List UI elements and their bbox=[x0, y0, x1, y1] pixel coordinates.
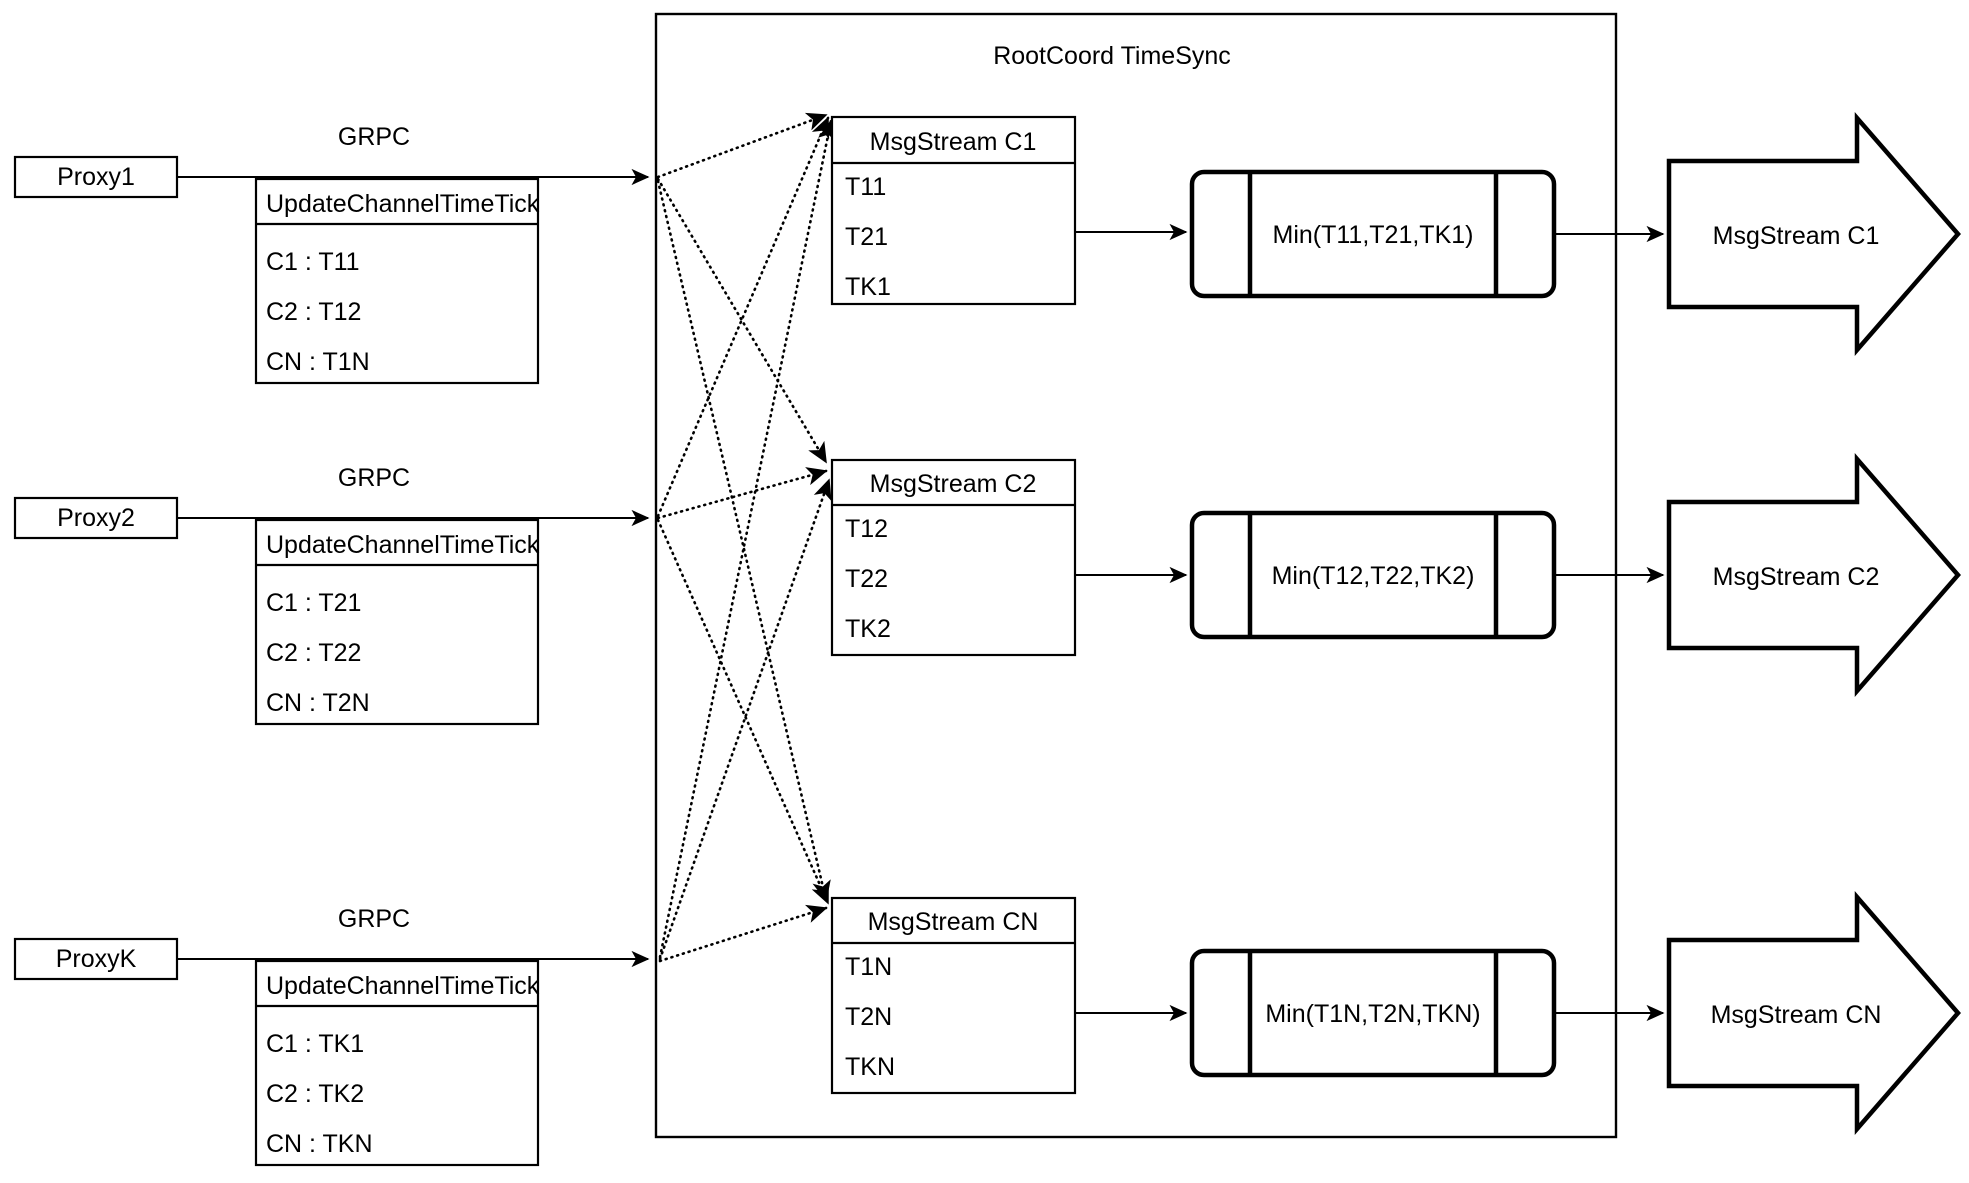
fanout-edge-p2-c2 bbox=[656, 467, 828, 520]
fanout-edge-p2-c3 bbox=[656, 518, 830, 905]
rpc-card-1 bbox=[254, 177, 540, 385]
grpc-label-3: GRPC bbox=[338, 905, 410, 933]
fanout-edge-p1-c1 bbox=[656, 112, 828, 179]
msgstream-tick-3-2: TKN bbox=[845, 1053, 895, 1081]
min-label-1: Min(T11,T21,TK1) bbox=[1273, 221, 1474, 249]
fanout-edge-pk-c3 bbox=[658, 904, 828, 963]
fanout-edge-pk-c1 bbox=[658, 119, 837, 959]
rpc-card-row-3-1: C2 : TK2 bbox=[266, 1080, 364, 1108]
msgstream-card-1 bbox=[830, 115, 1077, 306]
proxy-label-1: Proxy1 bbox=[57, 163, 135, 191]
rpc-card-row-1-0: C1 : T11 bbox=[266, 248, 360, 276]
container-title: RootCoord TimeSync bbox=[993, 42, 1231, 70]
proxy-box-2[interactable] bbox=[13, 496, 179, 540]
proxy-group-1: Proxy1 GRPC UpdateChannelTimeTick C1 : T… bbox=[13, 123, 650, 385]
rpc-card-title-3: UpdateChannelTimeTick bbox=[266, 972, 540, 1000]
rpc-card-row-2-2: CN : T2N bbox=[266, 689, 370, 717]
fanout-edge-p2-c1 bbox=[656, 116, 830, 518]
msgstream-card-title-1: MsgStream C1 bbox=[870, 128, 1037, 156]
proxy-box-3[interactable] bbox=[13, 937, 179, 981]
rpc-card-title-1: UpdateChannelTimeTick bbox=[266, 190, 540, 218]
msgstream-tick-1-0: T11 bbox=[845, 173, 886, 201]
msgstream-card-title-2: MsgStream C2 bbox=[870, 470, 1037, 498]
proxy-label-2: Proxy2 bbox=[57, 504, 135, 532]
msgstream-tick-1-2: TK1 bbox=[845, 273, 891, 301]
msgstream-tick-1-1: T21 bbox=[845, 223, 888, 251]
output-block-arrow-1 bbox=[1666, 111, 1961, 357]
rpc-card-2 bbox=[254, 518, 540, 726]
min-label-3: Min(T1N,T2N,TKN) bbox=[1265, 1000, 1480, 1028]
rpc-card-row-1-1: C2 : T12 bbox=[266, 298, 361, 326]
msgstream-tick-3-0: T1N bbox=[845, 953, 892, 981]
rpc-card-row-1-2: CN : T1N bbox=[266, 348, 370, 376]
output-label-2: MsgStream C2 bbox=[1713, 563, 1880, 591]
msgstream-tick-2-1: T22 bbox=[845, 565, 888, 593]
msgstream-card-3 bbox=[830, 896, 1077, 1095]
rpc-card-row-3-0: C1 : TK1 bbox=[266, 1030, 364, 1058]
rpc-card-row-3-2: CN : TKN bbox=[266, 1130, 373, 1158]
proxy-group-2: Proxy2 GRPC UpdateChannelTimeTick C1 : T… bbox=[13, 464, 650, 726]
fanout-edge-p1-c3 bbox=[656, 179, 831, 902]
proxy-box-1[interactable] bbox=[13, 155, 179, 199]
rpc-card-3 bbox=[254, 959, 540, 1167]
msgstream-card-title-3: MsgStream CN bbox=[868, 908, 1039, 936]
channel-group-3: MsgStream CN T1N T2N TKN Min(T1N,T2N,TKN… bbox=[830, 890, 1961, 1136]
rpc-card-title-2: UpdateChannelTimeTick bbox=[266, 531, 540, 559]
fanout-edge-pk-c2 bbox=[658, 478, 832, 961]
output-label-3: MsgStream CN bbox=[1711, 1001, 1882, 1029]
msgstream-card-2 bbox=[830, 458, 1077, 657]
grpc-label-2: GRPC bbox=[338, 464, 410, 492]
fanout-dotted-edges bbox=[656, 112, 837, 963]
msgstream-tick-3-1: T2N bbox=[845, 1003, 892, 1031]
proxy-label-3: ProxyK bbox=[56, 945, 137, 973]
output-block-arrow-3 bbox=[1666, 890, 1961, 1136]
msgstream-tick-2-2: TK2 bbox=[845, 615, 891, 643]
proxy-group-3: ProxyK GRPC UpdateChannelTimeTick C1 : T… bbox=[13, 905, 650, 1167]
output-label-1: MsgStream C1 bbox=[1713, 222, 1880, 250]
output-block-arrow-2 bbox=[1666, 452, 1961, 698]
grpc-label-1: GRPC bbox=[338, 123, 410, 151]
min-label-2: Min(T12,T22,TK2) bbox=[1272, 562, 1475, 590]
rpc-card-row-2-0: C1 : T21 bbox=[266, 589, 361, 617]
rpc-card-row-2-1: C2 : T22 bbox=[266, 639, 361, 667]
channel-group-1: MsgStream C1 T11 T21 TK1 Min(T11,T21,TK1… bbox=[830, 111, 1961, 357]
fanout-edge-p1-c2 bbox=[656, 177, 828, 464]
channel-group-2: MsgStream C2 T12 T22 TK2 Min(T12,T22,TK2… bbox=[830, 452, 1961, 698]
msgstream-tick-2-0: T12 bbox=[845, 515, 888, 543]
